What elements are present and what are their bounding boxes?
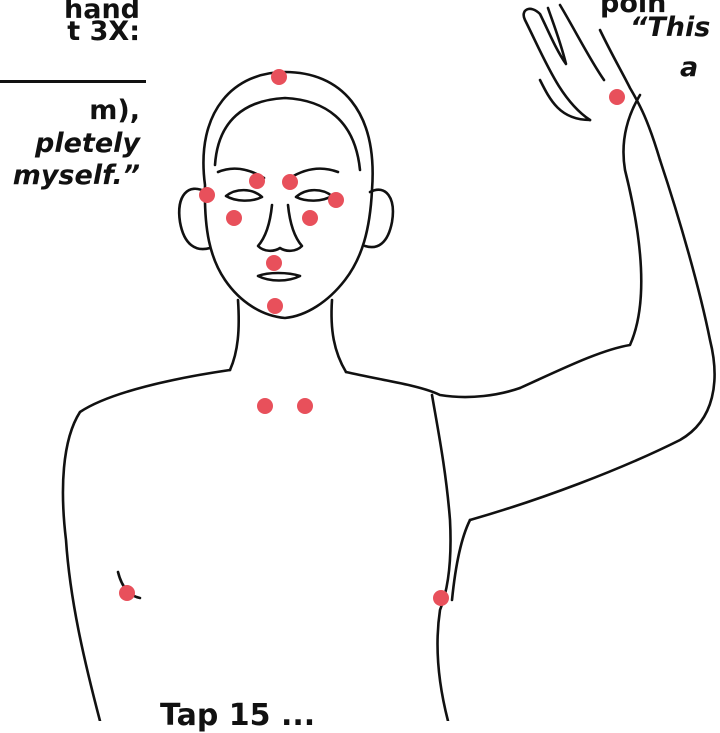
under-eye-left-point: [226, 210, 242, 226]
hairline: [215, 98, 360, 170]
eyebrow-inner-right-point: [282, 174, 298, 190]
chest-line: [432, 395, 451, 721]
hand: [524, 5, 660, 160]
eye-outer-left-point: [199, 187, 215, 203]
neck-right: [332, 300, 346, 372]
neck-left: [230, 300, 239, 370]
underarm-left-point: [119, 585, 135, 601]
underarm-right-point: [433, 590, 449, 606]
collarbone-left-point: [257, 398, 273, 414]
right-chest-contour: [452, 520, 470, 600]
under-eye-right-point: [302, 210, 318, 226]
left-eye: [226, 190, 262, 201]
chin-point: [267, 298, 283, 314]
right-shoulder: [346, 372, 520, 397]
crown-point: [271, 69, 287, 85]
eyebrow-inner-left-point: [249, 173, 265, 189]
under-nose-point: [266, 255, 282, 271]
upper-arm-bottom: [470, 160, 715, 520]
mouth: [258, 273, 300, 281]
left-shoulder: [63, 370, 230, 721]
upper-arm-top: [520, 95, 641, 388]
right-eye: [296, 190, 332, 201]
eye-outer-right-point: [328, 192, 344, 208]
right-eyebrow: [290, 169, 338, 178]
collarbone-right-point: [297, 398, 313, 414]
hand-karate-chop-point: [609, 89, 625, 105]
nose: [258, 205, 302, 251]
